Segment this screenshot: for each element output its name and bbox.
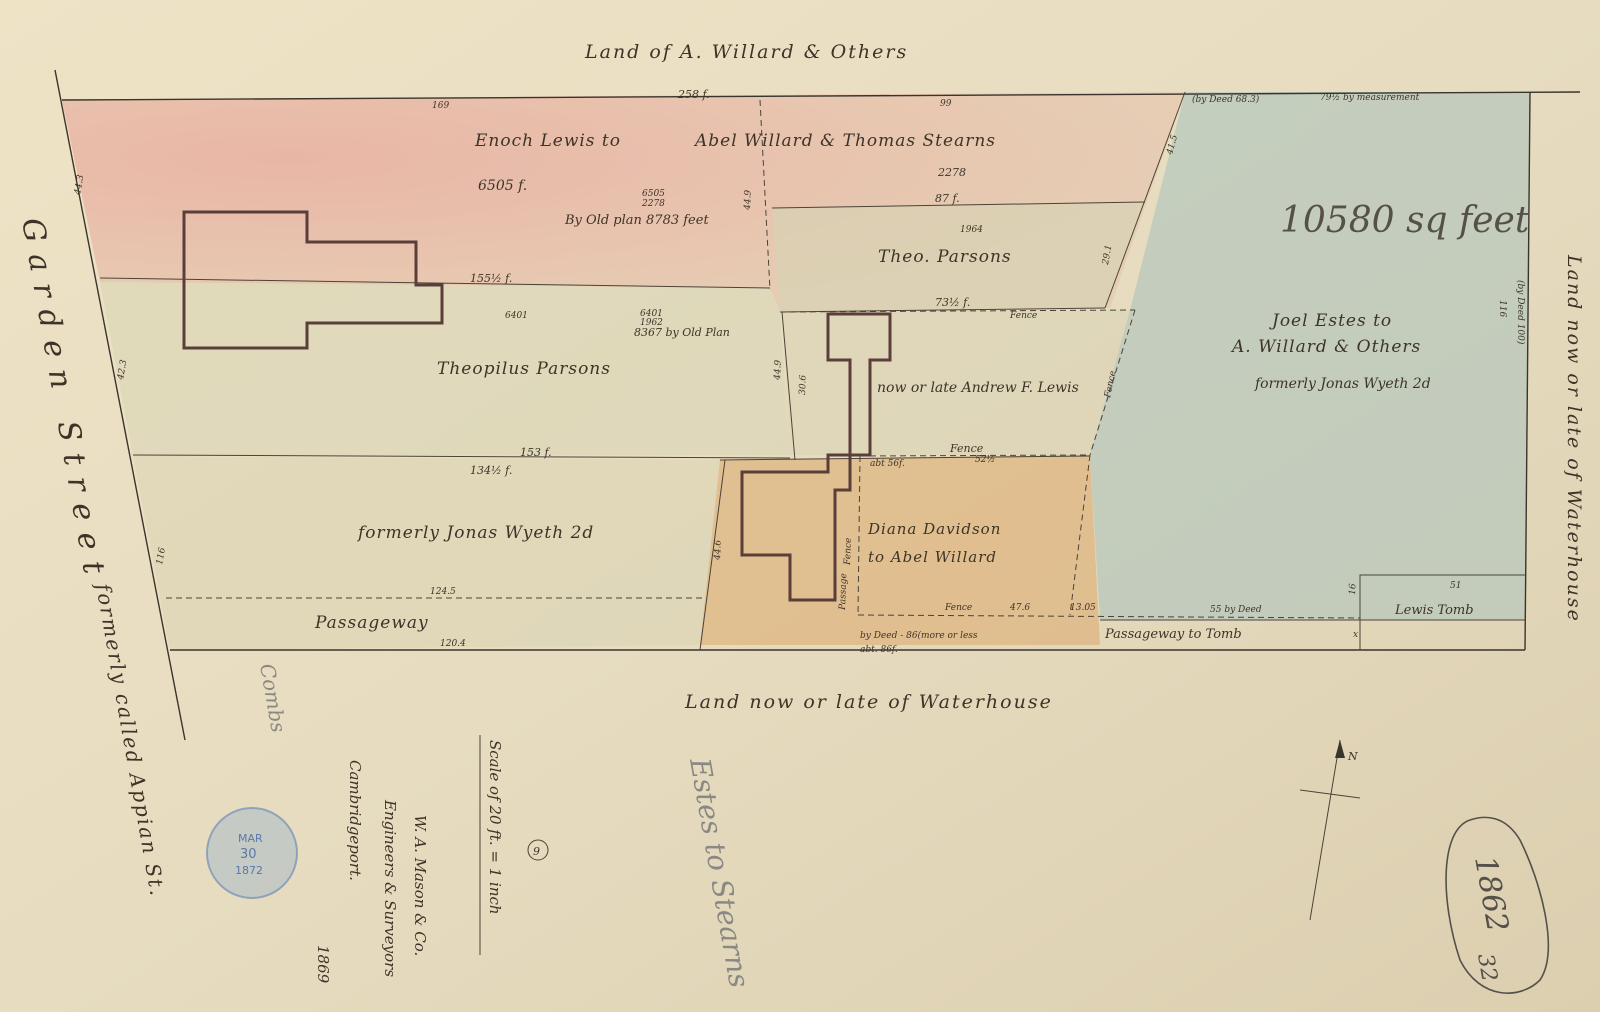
- bottom-border-label: Land now or late of Waterhouse: [684, 691, 1053, 713]
- dim-tomb: 16: [1348, 583, 1358, 595]
- owner-theo-parsons-small: Theo. Parsons: [878, 247, 1012, 267]
- parcel-theo-parsons-small-fill: [772, 202, 1145, 312]
- dim-29: 29.1: [1101, 244, 1115, 266]
- north-label: N: [1347, 750, 1358, 763]
- calc-1962: 1962: [640, 318, 663, 328]
- passageway-label: Passageway: [314, 613, 429, 633]
- area-6505: 6505 f.: [478, 178, 527, 194]
- parcel-joel-estes-fill: [1090, 92, 1530, 620]
- stamp-month: MAR: [238, 832, 263, 845]
- stamp-day: 30: [240, 847, 257, 862]
- dim-fence-1: Fence: [1009, 311, 1037, 321]
- dim-44-a: 44.9: [743, 189, 754, 211]
- dim-by-measurement: 79½ by measurement: [1320, 92, 1420, 103]
- stamp-year: 1872: [235, 864, 263, 877]
- owner-willard-stearns: Abel Willard & Thomas Stearns: [693, 131, 996, 151]
- dim-124: 124.5: [430, 587, 456, 597]
- area-1964: 1964: [960, 225, 983, 235]
- owner-diana-davidson: Diana Davidson: [867, 520, 1001, 538]
- dim-55: 55 by Deed: [1210, 605, 1262, 615]
- tomb-passage-label: Passageway to Tomb: [1104, 627, 1242, 642]
- dim-30: 30.6: [798, 374, 809, 395]
- parcel-jonas-wyeth-fill: [133, 456, 720, 650]
- dim-44-b: 44.9: [773, 359, 784, 381]
- dim-47: 47.6: [1009, 603, 1030, 613]
- old-plan-8367: 8367 by Old Plan: [634, 326, 730, 339]
- dim-52: 52½: [975, 454, 995, 465]
- maker-line-3: Cambridgeport.: [346, 760, 364, 881]
- old-plan-8783: By Old plan 8783 feet: [564, 213, 709, 228]
- dim-120: 120.4: [440, 639, 466, 649]
- parcel-davidson-fill: [700, 455, 1100, 645]
- dim-right-by-deed: (by Deed 100): [1515, 280, 1526, 345]
- owner-jonas-wyeth: formerly Jonas Wyeth 2d: [356, 523, 594, 543]
- dim-87: 87 f.: [935, 192, 960, 205]
- maker-line-1: W. A. Mason & Co.: [411, 815, 429, 956]
- owner-joel-estes-2: A. Willard & Others: [1230, 337, 1421, 357]
- right-border-label: Land now or late of Waterhouse: [1563, 254, 1585, 623]
- dim-73: 73½ f.: [935, 296, 970, 309]
- owner-theophilus-parsons: Theopilus Parsons: [437, 359, 611, 379]
- owner-joel-estes-1: Joel Estes to: [1269, 311, 1392, 331]
- dim-left-a: 44.3: [73, 174, 87, 197]
- dim-left-c: 116: [155, 547, 168, 566]
- dim-by-deed-top: (by Deed 68.3): [1192, 94, 1260, 105]
- maker-line-2: Engineers & Surveyors: [381, 799, 399, 977]
- dim-155: 155½ f.: [470, 272, 512, 285]
- top-border-label: Land of A. Willard & Others: [584, 41, 908, 63]
- dim-right-edge: 116: [1497, 300, 1507, 317]
- dim-56: abt 56f.: [870, 459, 905, 469]
- dim-44-c: 44.6: [713, 539, 724, 561]
- area-6401: 6401: [505, 311, 528, 321]
- dim-top-mid: 99: [940, 99, 952, 109]
- sum-6505: 6505: [642, 189, 665, 199]
- owner-joel-estes-3: formerly Jonas Wyeth 2d: [1254, 376, 1431, 392]
- dim-by-deed-bottom: by Deed - 86(more or less: [860, 630, 978, 641]
- calc-6401: 6401: [640, 309, 663, 319]
- dim-13: 13.05: [1070, 603, 1096, 613]
- dim-fence-3: Fence: [949, 442, 984, 455]
- dim-top-total: 258 f.: [677, 88, 710, 101]
- dim-153: 153 f.: [520, 446, 552, 459]
- dim-x: x: [1353, 630, 1358, 640]
- dim-134: 134½ f.: [470, 464, 512, 477]
- dim-abt-bottom: abt. 86f.: [860, 645, 898, 655]
- lewis-tomb-label: Lewis Tomb: [1394, 603, 1474, 618]
- owner-enoch-lewis: Enoch Lewis to: [474, 131, 621, 151]
- dim-top-left: 169: [432, 101, 449, 111]
- area-2278: 2278: [937, 166, 966, 179]
- passage-label: Passage: [838, 573, 849, 611]
- area-10580-pencil: 10580 sq feet: [1280, 200, 1530, 241]
- boundary-lines: [54, 69, 1581, 741]
- dimension-labels: 258 f. 169 99 (by Deed 68.3) 79½ by meas…: [73, 88, 1526, 655]
- dim-fence-4: Fence: [944, 603, 972, 613]
- parcel-theophilus-parsons-fill: [100, 282, 790, 456]
- owner-andrew-lewis: now or late Andrew F. Lewis: [877, 380, 1079, 396]
- scale-note: Scale of 20 ft. = 1 inch: [486, 740, 504, 915]
- archive-stamp: MAR 30 1872: [206, 807, 298, 899]
- plan-number: 9: [533, 845, 540, 858]
- sum-2278: 2278: [641, 199, 665, 209]
- north-arrow: N: [1299, 739, 1361, 921]
- buildings: [182, 210, 892, 602]
- owner-abel-willard: to Abel Willard: [868, 548, 997, 566]
- dim-fence-5: Fence: [843, 538, 854, 567]
- maker-year: 1869: [314, 945, 332, 984]
- plan-number-circle: [527, 839, 549, 861]
- dim-left-b: 42.3: [116, 359, 130, 382]
- catalog-suffix: 32: [1472, 952, 1501, 984]
- lewis-tomb-dim: 51: [1450, 581, 1461, 591]
